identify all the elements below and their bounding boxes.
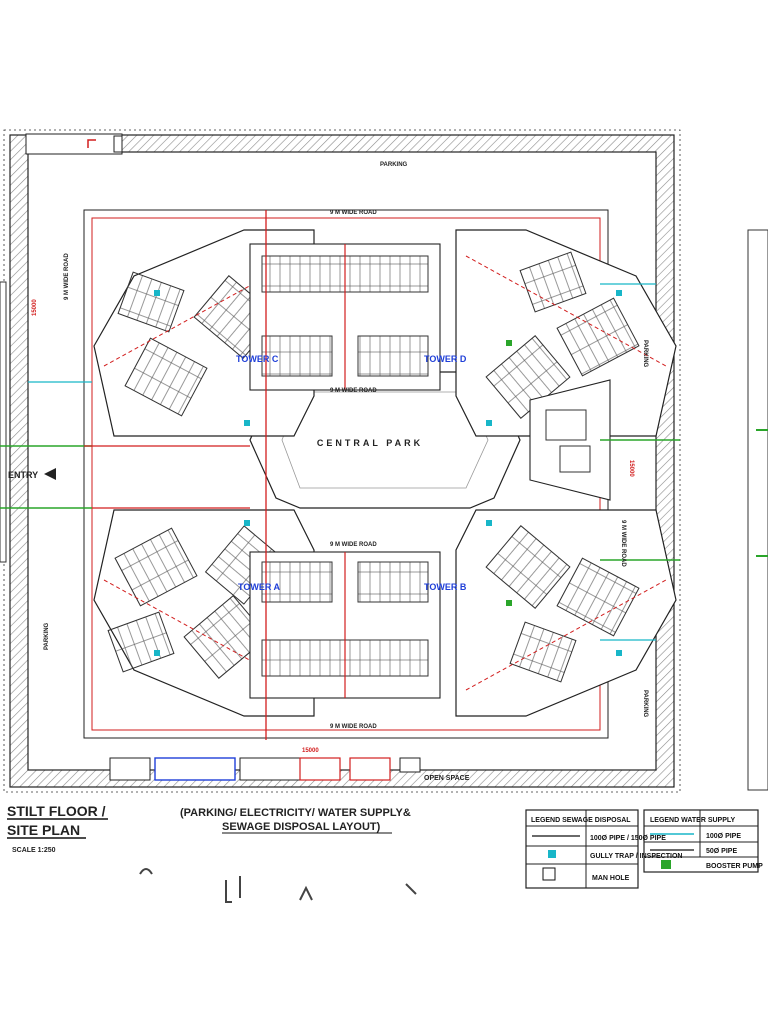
legend-sewage-item-1: GULLY TRAP / INSPECTION: [590, 853, 682, 860]
subtitle-line-2: SEWAGE DISPOSAL LAYOUT): [222, 821, 381, 833]
drawing-content: LEGEND WATER SUPPLY BOOSTER PUMP 50Ø PIP…: [0, 129, 768, 903]
road-label-top: 9 M WIDE ROAD: [330, 724, 377, 730]
tower-quadrant-lower-right: [455, 509, 677, 717]
tower-label-c: TOWER C: [236, 354, 279, 364]
utility-block: [529, 379, 611, 501]
road-label-bottom: 9 M WIDE ROAD: [330, 210, 377, 216]
legend-water-item-0: BOOSTER PUMP: [706, 863, 763, 870]
parking-label-bottom: PARKING: [380, 162, 408, 168]
tower-label-b: TOWER B: [424, 582, 467, 592]
parking-label-left: PARKING: [44, 622, 50, 650]
subtitle-line-1: (PARKING/ ELECTRICITY/ WATER SUPPLY&: [180, 807, 411, 819]
water-supply-lines: [28, 283, 656, 641]
legend-sewage-item-2: 100Ø PIPE / 150Ø PIPE: [590, 835, 666, 842]
gully-trap-swatch: [548, 850, 556, 858]
manhole-swatch: [542, 867, 556, 881]
central-block-lower: [249, 551, 441, 699]
title-block: STILT FLOOR / SITE PLAN (PARKING/ ELECTR…: [7, 803, 411, 854]
legend-water-item-1: 50Ø PIPE: [706, 848, 737, 855]
legend-sewage-disposal: LEGEND SEWAGE DISPOSAL MAN HOLE GULLY TR…: [525, 809, 682, 889]
title-line-1: STILT FLOOR /: [7, 803, 106, 819]
road-label-upper-inner: 9 M WIDE ROAD: [330, 542, 377, 548]
tower-label-d: TOWER D: [424, 354, 467, 364]
tower-label-a: TOWER A: [238, 582, 280, 592]
entry-marker: ENTRY: [8, 468, 56, 480]
booster-pump-swatch: [661, 860, 671, 869]
adjacent-drawing-right: [747, 229, 768, 791]
road-label-right: 9 M WIDE ROAD: [620, 520, 626, 567]
central-park-label: CENTRAL PARK: [317, 438, 423, 448]
dim-label-left: 15000: [32, 299, 38, 316]
legend-water-heading: LEGEND WATER SUPPLY: [650, 817, 736, 824]
electric-lines: [84, 210, 267, 740]
tower-quadrant-upper-right: [455, 229, 677, 437]
legend-sewage-heading: LEGEND SEWAGE DISPOSAL: [531, 817, 631, 824]
key-plan-box: [25, 133, 123, 155]
parking-label-right: PARKING: [642, 340, 648, 368]
legend-sewage-item-0: MAN HOLE: [592, 875, 630, 882]
road-label-lower-inner: 9 M WIDE ROAD: [330, 388, 377, 394]
equipment-row: [109, 757, 421, 781]
sketch-marks: [139, 868, 417, 903]
road-label-left: 9 M WIDE ROAD: [64, 253, 70, 300]
scale-text: SCALE 1:250: [12, 847, 56, 854]
entry-label: ENTRY: [8, 470, 38, 480]
open-space-label: OPEN SPACE: [424, 775, 470, 782]
dim-label-top: 15000: [302, 748, 319, 754]
sewage-lines: [0, 439, 680, 561]
parking-label-right-lower: PARKING: [642, 690, 648, 718]
title-line-2: SITE PLAN: [7, 822, 80, 838]
adjacent-drawing-left: [0, 281, 7, 563]
legend-water-supply: LEGEND WATER SUPPLY BOOSTER PUMP 50Ø PIP…: [643, 809, 763, 873]
dim-label-right: 15000: [628, 460, 634, 477]
legend-water-item-2: 100Ø PIPE: [706, 833, 741, 840]
central-block-upper: [249, 243, 441, 391]
